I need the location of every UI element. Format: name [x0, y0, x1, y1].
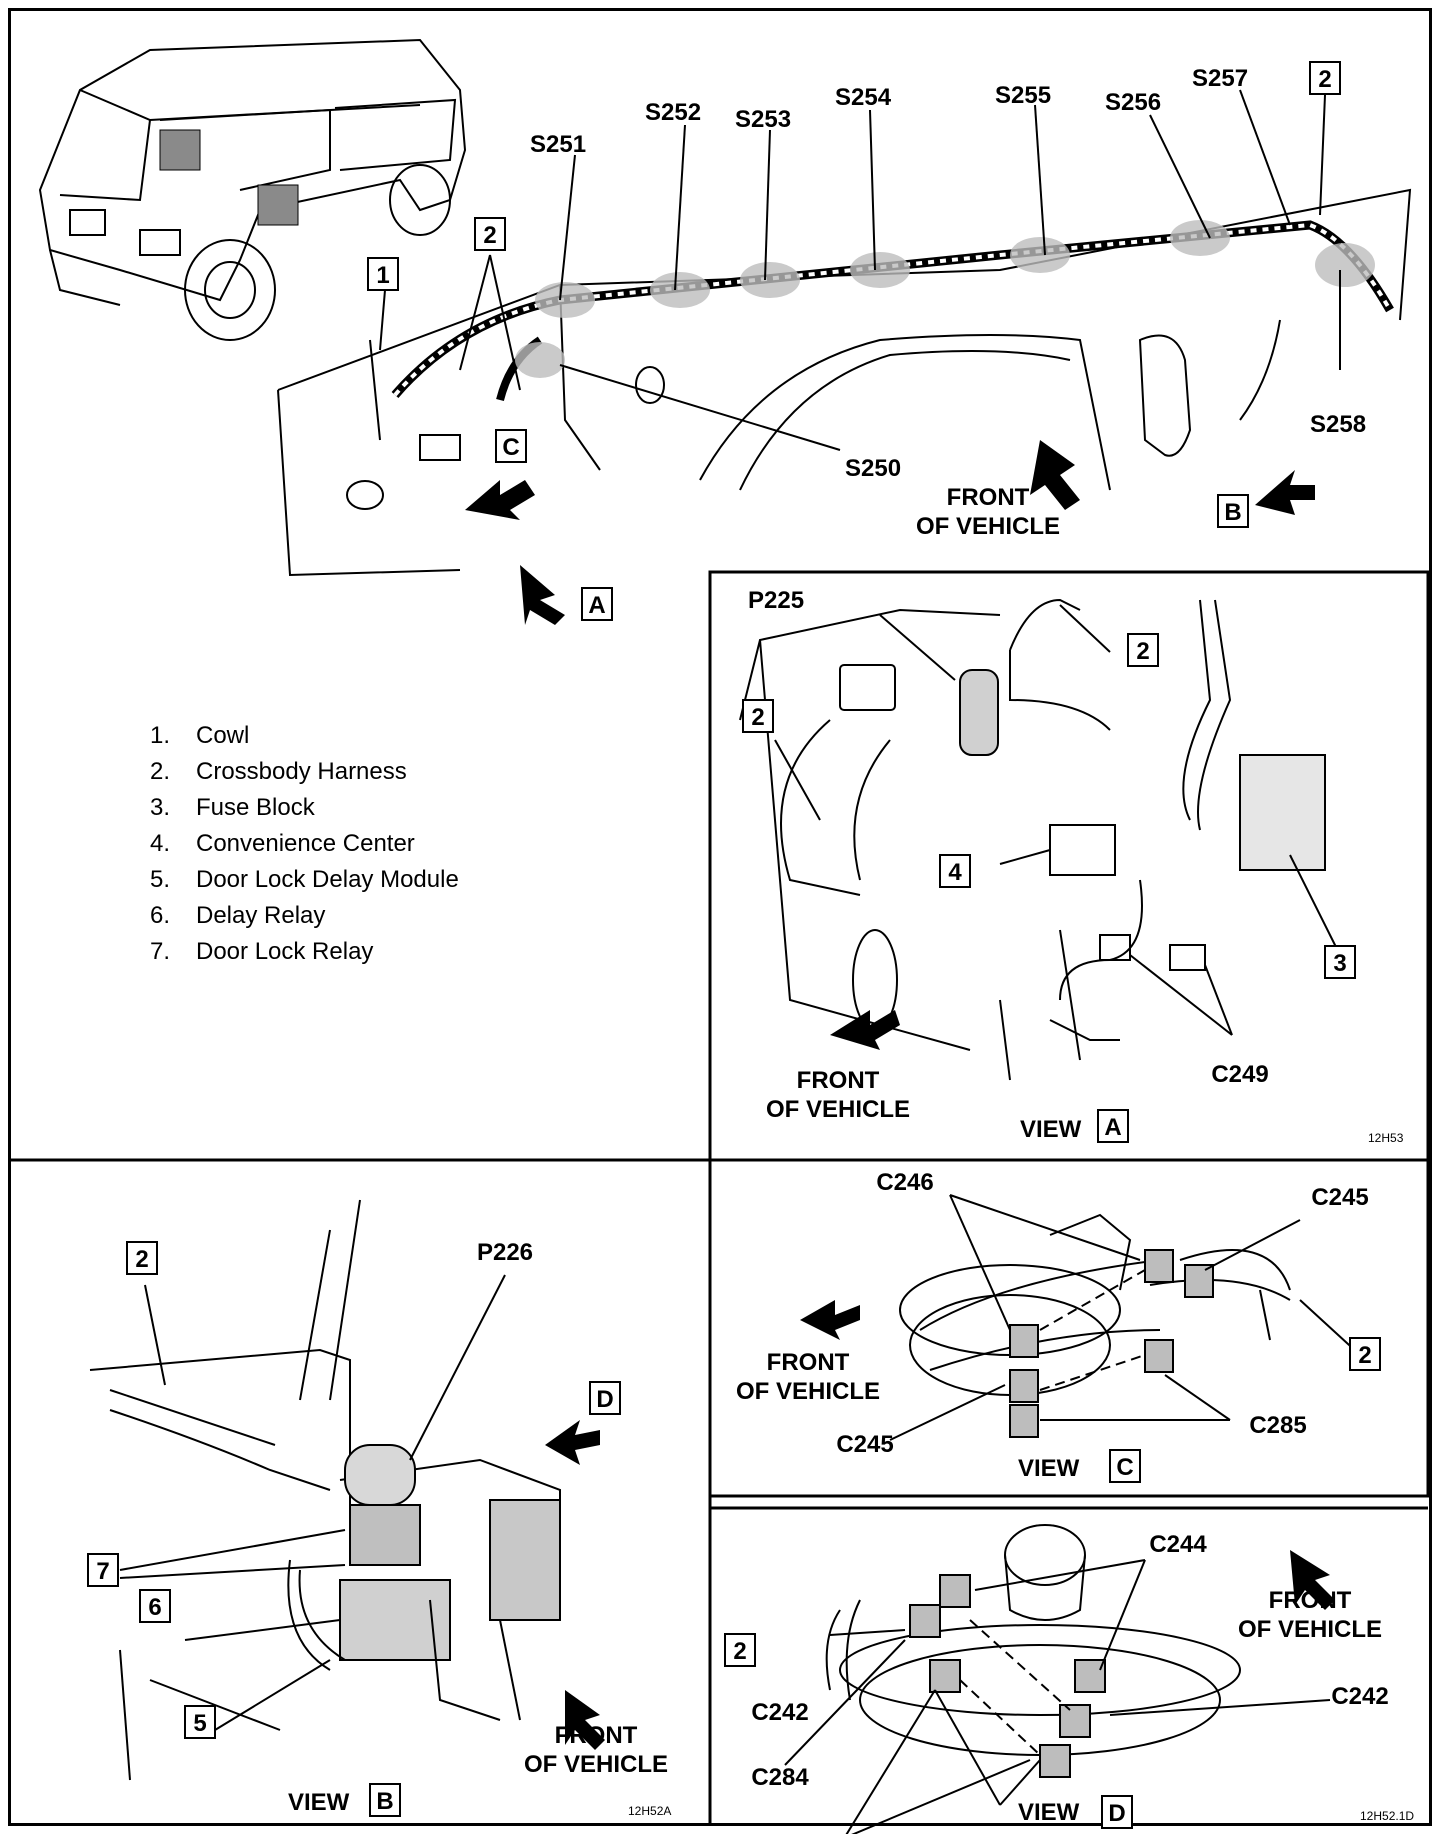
legend-text: Fuse Block: [196, 794, 315, 821]
view-c-title-letter: C: [1116, 1454, 1133, 1481]
legend-text: Cowl: [196, 722, 250, 749]
splice-label-s255: S255: [995, 82, 1051, 109]
view-d-callout-harness: 2: [733, 1638, 746, 1665]
legend-text: Convenience Center: [196, 830, 415, 857]
van-highlight-dash: [159, 129, 201, 171]
legend-item: 3. Fuse Block: [150, 790, 459, 826]
view-a-title-word: VIEW: [1020, 1116, 1082, 1143]
splice-label-s251: S251: [530, 131, 586, 158]
view-d-label-c242-left: C242: [751, 1699, 808, 1726]
overview-front-line1: FRONT: [947, 484, 1030, 511]
view-b-label-p226: P226: [477, 1239, 533, 1266]
legend-number: 1.: [150, 722, 171, 749]
legend-item: 6. Delay Relay: [150, 898, 459, 934]
splice-label-s253: S253: [735, 106, 791, 133]
view-c-label-c246: C246: [876, 1169, 933, 1196]
legend-item: 1. Cowl: [150, 718, 459, 754]
view-a-title-letter: A: [1104, 1114, 1121, 1141]
view-a-callout-harness-right: 2: [1136, 638, 1149, 665]
legend-number: 4.: [150, 830, 171, 857]
view-a-callout-fuse-block: 3: [1333, 950, 1346, 977]
view-b-front-line1: FRONT: [555, 1722, 638, 1749]
splice-label-s257: S257: [1192, 65, 1248, 92]
overview-front-line2: OF VEHICLE: [916, 513, 1060, 540]
view-b-title-letter: B: [376, 1788, 393, 1815]
view-a-front-line1: FRONT: [797, 1067, 880, 1094]
view-marker-a: A: [588, 592, 605, 619]
callout-harness-left: 2: [483, 222, 496, 249]
view-b-callout-delay-module: 5: [193, 1710, 206, 1737]
legend-text: Door Lock Delay Module: [196, 866, 459, 893]
view-b-marker-d: D: [596, 1386, 613, 1413]
view-b-figure-code: 12H52A: [628, 1804, 671, 1818]
view-b-callout-harness: 2: [135, 1246, 148, 1273]
splice-label-s250: S250: [845, 455, 901, 482]
cowl-panel-outline: [277, 188, 1412, 577]
legend-item: 4. Convenience Center: [150, 826, 459, 862]
view-c-label-c245-top: C245: [1311, 1184, 1368, 1211]
van-highlight-kick: [257, 184, 299, 226]
view-a-callout-convenience-center: 4: [948, 859, 962, 886]
outer-frame: [8, 8, 1432, 1826]
legend-item: 7. Door Lock Relay: [150, 934, 459, 970]
legend-number: 5.: [150, 866, 171, 893]
callout-harness-right: 2: [1318, 66, 1331, 93]
legend-number: 3.: [150, 794, 171, 821]
view-c-label-c245-bottom: C245: [836, 1431, 893, 1458]
view-c-front-line2: OF VEHICLE: [736, 1378, 880, 1405]
legend-item: 5. Door Lock Delay Module: [150, 862, 459, 898]
legend-number: 6.: [150, 902, 171, 929]
view-marker-c: C: [502, 434, 519, 461]
legend-text: Door Lock Relay: [196, 938, 374, 965]
legend-text: Crossbody Harness: [196, 758, 407, 785]
splice-label-s254: S254: [835, 84, 892, 111]
legend-item: 2. Crossbody Harness: [150, 754, 459, 790]
view-a-figure-code: 12H53: [1368, 1131, 1404, 1145]
direction-arrows: [465, 440, 1335, 1750]
view-b-callout-door-lock-relay: 7: [96, 1558, 109, 1585]
view-a-front-line2: OF VEHICLE: [766, 1096, 910, 1123]
component-legend: 1.Cowl 2.Crossbody Harness 3.Fuse Block …: [150, 718, 459, 970]
view-a-drawing: [739, 598, 1326, 1081]
view-a-callout-harness-left: 2: [751, 704, 764, 731]
view-a-label-c249: C249: [1211, 1061, 1268, 1088]
view-c-drawing: [899, 1213, 1291, 1438]
legend-number: 2.: [150, 758, 171, 785]
splice-label-s252: S252: [645, 99, 701, 126]
callout-cowl: 1: [376, 262, 389, 289]
splice-label-s258: S258: [1310, 411, 1366, 438]
view-a-label-p225: P225: [748, 587, 804, 614]
view-c-title-word: VIEW: [1018, 1455, 1080, 1482]
view-marker-b: B: [1224, 499, 1241, 526]
view-c-label-c285: C285: [1249, 1412, 1306, 1439]
view-b-callout-delay-relay: 6: [148, 1594, 161, 1621]
view-d-figure-code: 12H52.1D: [1360, 1809, 1414, 1823]
view-d-front-line1: FRONT: [1269, 1587, 1352, 1614]
view-d-drawing: [825, 1524, 1241, 1778]
view-c-front-line1: FRONT: [767, 1349, 850, 1376]
van-illustration: [38, 38, 467, 341]
view-d-label-c244: C244: [1149, 1531, 1207, 1558]
view-d-title-word: VIEW: [1018, 1799, 1080, 1826]
view-d-title-letter: D: [1108, 1800, 1125, 1827]
splice-label-s256: S256: [1105, 89, 1161, 116]
view-b-front-line2: OF VEHICLE: [524, 1751, 668, 1778]
view-d-label-c284: C284: [751, 1764, 809, 1791]
legend-number: 7.: [150, 938, 171, 965]
view-b-title-word: VIEW: [288, 1789, 350, 1816]
view-d-label-c242-right: C242: [1331, 1683, 1388, 1710]
view-d-front-line2: OF VEHICLE: [1238, 1616, 1382, 1643]
view-c-callout-harness: 2: [1358, 1342, 1371, 1369]
legend-text: Delay Relay: [196, 902, 326, 929]
